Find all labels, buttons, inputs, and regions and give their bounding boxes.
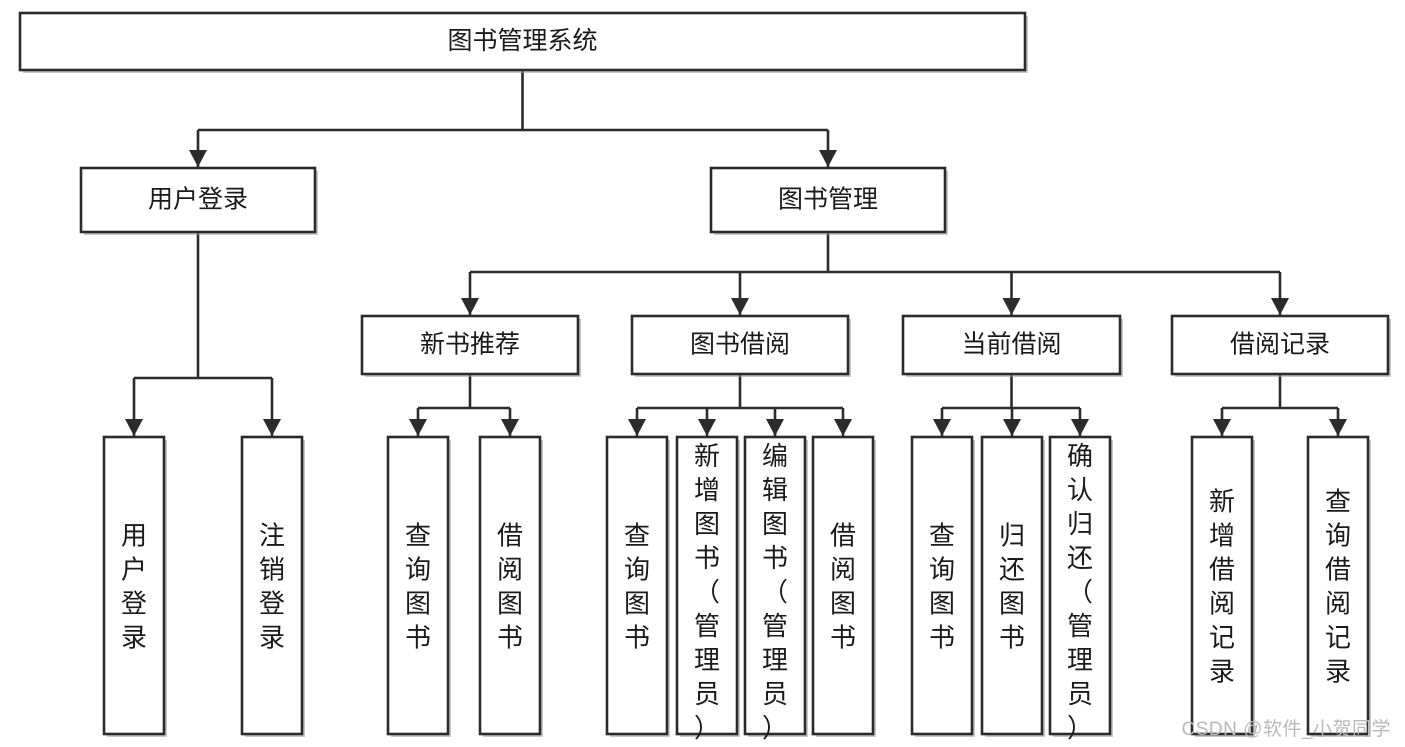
node-用户登录[interactable]: 用户登录 bbox=[79, 166, 318, 235]
node-label: 当前借阅 bbox=[961, 331, 1061, 359]
node-新增图书管理员[interactable]: 新增图书（管理员） bbox=[675, 435, 740, 743]
node-label: 确认归还（管理员） bbox=[1067, 441, 1093, 743]
arrow-head-icon bbox=[125, 419, 143, 436]
arrow-head-icon bbox=[834, 419, 852, 436]
edge-group bbox=[125, 232, 281, 436]
edge-group bbox=[933, 374, 1089, 436]
arrow-head-icon bbox=[1071, 419, 1089, 436]
arrow-head-icon bbox=[731, 298, 749, 315]
arrow-head-icon bbox=[819, 150, 837, 167]
node-查询借阅记录[interactable]: 查询借阅记录 bbox=[1306, 435, 1371, 737]
node-借阅记录[interactable]: 借阅记录 bbox=[1170, 314, 1391, 377]
arrow-head-icon bbox=[1213, 419, 1231, 436]
node-label: 借阅图书 bbox=[497, 521, 523, 653]
node-用户登录[interactable]: 用户登录 bbox=[102, 435, 167, 737]
node-label: 新增图书（管理员） bbox=[694, 441, 720, 743]
node-label: 新增借阅记录 bbox=[1209, 487, 1235, 687]
arrow-head-icon bbox=[263, 419, 281, 436]
node-label: 图书借阅 bbox=[690, 331, 790, 359]
arrow-head-icon bbox=[461, 298, 479, 315]
node-label: 图书管理系统 bbox=[447, 27, 597, 55]
arrow-head-icon bbox=[766, 419, 784, 436]
node-label: 归还图书 bbox=[999, 521, 1025, 653]
node-当前借阅[interactable]: 当前借阅 bbox=[901, 314, 1123, 377]
node-注销登录[interactable]: 注销登录 bbox=[240, 435, 305, 737]
node-label: 注销登录 bbox=[259, 521, 285, 653]
node-新书推荐[interactable]: 新书推荐 bbox=[360, 314, 581, 377]
node-label: 用户登录 bbox=[121, 521, 147, 653]
arrow-head-icon bbox=[1271, 298, 1289, 315]
node-label: 查询图书 bbox=[929, 521, 955, 653]
arrow-head-icon bbox=[409, 419, 427, 436]
node-label: 用户登录 bbox=[148, 186, 248, 214]
node-label: 新书推荐 bbox=[420, 331, 520, 359]
node-查询图书[interactable]: 查询图书 bbox=[386, 435, 451, 737]
arrow-head-icon bbox=[1003, 419, 1021, 436]
arrow-head-icon bbox=[698, 419, 716, 436]
node-新增借阅记录[interactable]: 新增借阅记录 bbox=[1190, 435, 1255, 737]
node-label: 借阅记录 bbox=[1230, 331, 1330, 359]
node-确认归还管理员[interactable]: 确认归还（管理员） bbox=[1048, 435, 1113, 743]
watermark-label: CSDN @软件_小贺同学 bbox=[1181, 719, 1391, 740]
node-查询图书[interactable]: 查询图书 bbox=[910, 435, 975, 737]
node-label: 查询图书 bbox=[405, 521, 431, 653]
edge-group bbox=[461, 232, 1289, 315]
arrow-head-icon bbox=[1002, 298, 1021, 315]
node-label: 查询借阅记录 bbox=[1325, 487, 1351, 687]
node-label: 借阅图书 bbox=[830, 521, 856, 653]
edge-group bbox=[628, 374, 852, 436]
node-label: 图书管理 bbox=[778, 186, 878, 214]
edge-group bbox=[1213, 374, 1347, 436]
node-图书管理系统[interactable]: 图书管理系统 bbox=[18, 11, 1028, 73]
node-label: 查询图书 bbox=[624, 521, 650, 653]
node-借阅图书[interactable]: 借阅图书 bbox=[478, 435, 543, 737]
arrow-head-icon bbox=[628, 419, 646, 436]
node-图书借阅[interactable]: 图书借阅 bbox=[630, 314, 851, 377]
node-编辑图书管理员[interactable]: 编辑图书（管理员） bbox=[743, 435, 808, 743]
arrow-head-icon bbox=[1329, 419, 1347, 436]
edge-group bbox=[189, 70, 837, 167]
arrow-head-icon bbox=[501, 419, 519, 436]
node-借阅图书[interactable]: 借阅图书 bbox=[811, 435, 876, 737]
node-查询图书[interactable]: 查询图书 bbox=[605, 435, 670, 737]
nodes-layer: 图书管理系统用户登录图书管理新书推荐图书借阅当前借阅借阅记录用户登录注销登录查询… bbox=[18, 11, 1391, 743]
connectors-layer bbox=[125, 70, 1347, 436]
node-归还图书[interactable]: 归还图书 bbox=[980, 435, 1045, 737]
arrow-head-icon bbox=[189, 150, 207, 167]
node-图书管理[interactable]: 图书管理 bbox=[709, 166, 948, 235]
arrow-head-icon bbox=[933, 419, 951, 436]
node-label: 编辑图书（管理员） bbox=[762, 441, 788, 743]
edge-group bbox=[409, 374, 519, 436]
